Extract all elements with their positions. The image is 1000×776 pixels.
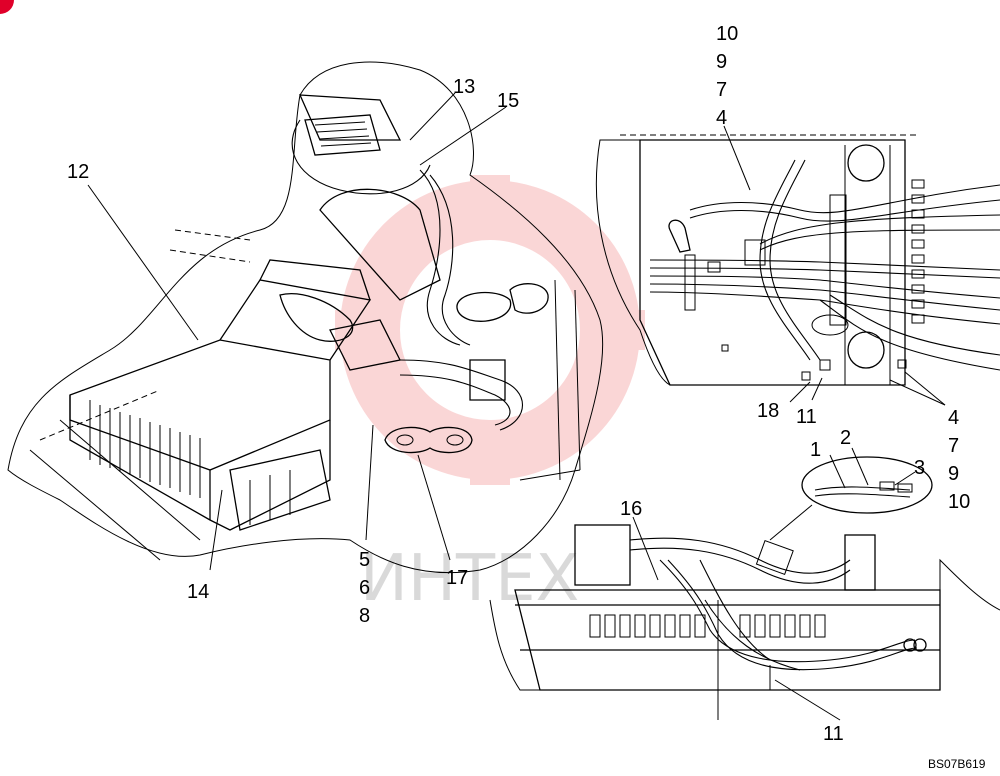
callout-15: 15 — [497, 90, 519, 112]
callout-11-top: 11 — [796, 406, 817, 428]
callout-1: 1 — [810, 439, 821, 461]
callout-10-right: 10 — [948, 491, 970, 513]
callout-10-top: 10 — [716, 23, 738, 45]
bottom-right-leaders — [632, 516, 841, 721]
callout-9-top: 9 — [716, 51, 727, 73]
bottom-right-view — [489, 524, 1000, 720]
detail-ellipse-view — [769, 447, 933, 541]
callout-4-top: 4 — [716, 107, 727, 129]
callout-17: 17 — [446, 567, 468, 589]
left-leaders — [87, 92, 507, 571]
callout-18: 18 — [757, 400, 779, 422]
callout-4-right: 4 — [948, 407, 959, 429]
watermark-text: ИНТЕХ — [360, 542, 579, 616]
corner-mark — [0, 0, 14, 14]
callout-2: 2 — [840, 427, 851, 449]
callout-16: 16 — [620, 498, 642, 520]
callout-3: 3 — [914, 457, 925, 479]
drawing-code: BS07B619 — [928, 757, 986, 771]
callout-5: 5 — [359, 549, 370, 571]
watermark-gear — [335, 175, 645, 485]
callout-9-right: 9 — [948, 463, 959, 485]
top-right-leaders — [723, 125, 946, 406]
callout-7-right: 7 — [948, 435, 959, 457]
callout-13: 13 — [453, 76, 475, 98]
callout-8: 8 — [359, 605, 370, 627]
callout-7-top: 7 — [716, 79, 727, 101]
callout-11-bottom: 11 — [823, 723, 844, 745]
callout-12: 12 — [67, 161, 89, 183]
left-main-view — [7, 61, 604, 574]
callout-6: 6 — [359, 577, 370, 599]
callouts: 12 13 15 14 5 6 8 17 10 9 7 4 18 11 4 7 … — [67, 23, 970, 745]
top-right-view — [595, 134, 1000, 386]
callout-14: 14 — [187, 581, 209, 603]
